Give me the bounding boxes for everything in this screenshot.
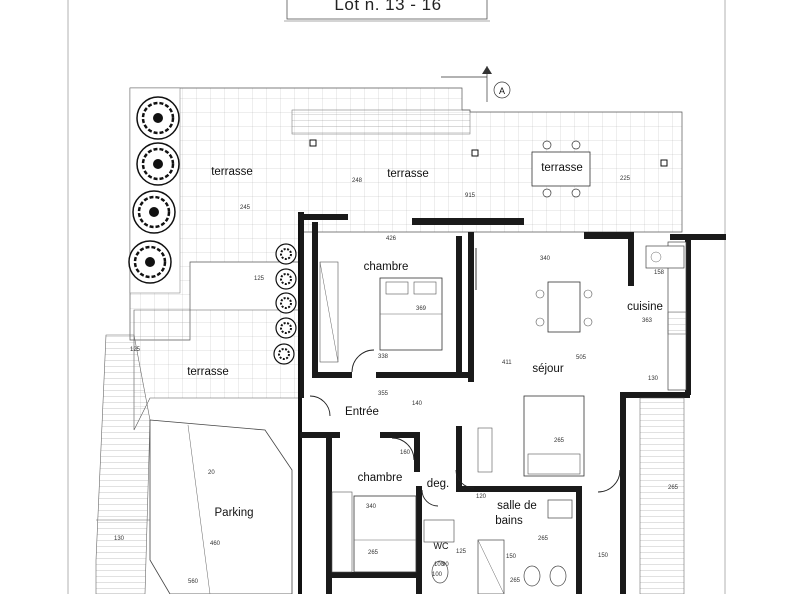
door-swings (309, 248, 621, 507)
dimension: 120 (476, 494, 487, 500)
label-deg: deg. (427, 478, 449, 490)
dimension: 20 (208, 470, 215, 476)
title-box: Lot n. 13 - 16 (284, 0, 490, 22)
bed-chambre-1 (319, 261, 443, 363)
dimension: 915 (465, 193, 476, 199)
exterior-walls (298, 212, 726, 594)
bed-chambre-2 (331, 491, 417, 573)
left-stairs (95, 334, 151, 594)
dimension: 265 (510, 578, 521, 584)
dimension: 245 (240, 205, 251, 211)
label-terrasse-2: terrasse (387, 168, 429, 180)
dimension: 369 (416, 306, 427, 312)
dimension: 340 (366, 504, 377, 510)
label-cuisine: cuisine (627, 301, 663, 313)
dimension: 355 (378, 391, 389, 397)
label-terrasse-3: terrasse (541, 162, 583, 174)
dimension: 426 (386, 236, 397, 242)
plan-title: Lot n. 13 - 16 (334, 0, 441, 14)
dimension: 265 (668, 485, 679, 491)
shrub-icons (273, 243, 297, 365)
dimension: 265 (554, 438, 565, 444)
room-labels: terrasse terrasse terrasse terrasse cham… (187, 162, 663, 551)
label-terrasse-4: terrasse (187, 366, 229, 378)
dimension: 125 (456, 549, 467, 555)
dimension: 340 (540, 256, 551, 262)
label-parking: Parking (215, 507, 254, 519)
dimension: 460 (210, 541, 221, 547)
dimension: 160 (400, 450, 411, 456)
label-sejour: séjour (532, 363, 563, 375)
label-salle-de-bains-line1: salle de (497, 500, 537, 512)
dimension: 140 (412, 401, 423, 407)
dimension: 125 (254, 276, 265, 282)
dimension: 560 (188, 579, 199, 585)
section-marker-label: A (499, 86, 505, 96)
kitchen-counter (645, 241, 687, 391)
tree-icons (128, 96, 180, 284)
label-chambre-2: chambre (358, 472, 403, 484)
page-frame (67, 0, 726, 594)
sofa (477, 395, 585, 477)
terrace-area (129, 87, 683, 431)
dimension: 265 (538, 536, 549, 542)
dimension: 100 (434, 562, 445, 568)
section-marker: A (441, 66, 511, 102)
dimension: 265 (368, 550, 379, 556)
terrace-furniture (309, 139, 668, 198)
dimension: 130 (114, 536, 125, 542)
bathroom-fixtures (423, 499, 573, 594)
dining-table (535, 281, 593, 333)
label-wc: WC (434, 541, 449, 551)
dimension: 90 (442, 562, 449, 568)
label-salle-de-bains-line2: bains (495, 515, 523, 527)
dimension: 225 (620, 176, 631, 182)
dimension: 100 (432, 572, 443, 578)
dimension: 338 (378, 354, 389, 360)
dimension: 125 (130, 347, 141, 353)
parking-area (96, 419, 293, 594)
dimension: 130 (648, 376, 659, 382)
dimension-labels: 125 915 245 225 248 426 340 158 369 363 … (114, 176, 679, 585)
dimension: 248 (352, 178, 363, 184)
label-chambre-1: chambre (364, 261, 409, 273)
dimension: 150 (598, 553, 609, 559)
dimension: 505 (576, 355, 587, 361)
label-entree: Entrée (345, 406, 379, 418)
label-terrasse-1: terrasse (211, 166, 253, 178)
dimension: 158 (654, 270, 665, 276)
dimension: 411 (502, 360, 512, 366)
dimension: 150 (506, 554, 517, 560)
dimension: 363 (642, 318, 653, 324)
